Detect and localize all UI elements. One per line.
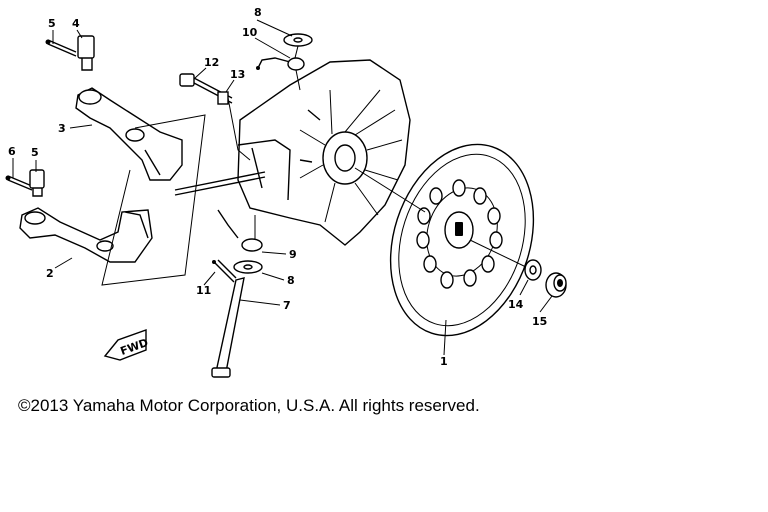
- hex-nut-part: [217, 91, 229, 105]
- callout-5: 5: [31, 146, 39, 159]
- drive-case-housing: [237, 59, 411, 246]
- copyright-text: ©2013 Yamaha Motor Corporation, U.S.A. A…: [18, 396, 480, 415]
- callout-8: 8: [287, 274, 295, 287]
- callout-11: 11: [196, 284, 211, 297]
- washer-lower-part: [233, 260, 263, 274]
- clamp-upper-part: [77, 35, 95, 71]
- forward-arrow-icon: FWD: [103, 329, 150, 361]
- washer-top-part: [283, 33, 313, 47]
- exploded-parts-diagram: FWD 5 4 3 6 5 2 12 13 8 10 9 8 7 11: [5, 6, 567, 378]
- lower-bracket-part: [19, 207, 153, 263]
- spring-lower-part: [217, 209, 263, 252]
- callout-10: 10: [242, 26, 258, 39]
- brake-disc-part: [389, 143, 535, 337]
- callout-8: 8: [254, 6, 262, 19]
- bolt-lower-part: [5, 175, 33, 191]
- callout-labels: 5 4 3 6 5 2 12 13 8 10 9 8 7 11 1 14 15: [8, 6, 547, 368]
- callout-3: 3: [58, 122, 66, 135]
- clamp-lower-part: [29, 169, 45, 197]
- shaft-rod: [174, 171, 266, 191]
- disc-nut-part: [545, 272, 567, 298]
- callout-4: 4: [72, 17, 80, 30]
- callout-13: 13: [230, 68, 245, 81]
- callout-6: 6: [8, 145, 16, 158]
- callout-leaders: [12, 19, 553, 356]
- spring-top-part: [256, 57, 305, 71]
- callout-9: 9: [289, 248, 297, 261]
- axle-shaft-part: [211, 277, 245, 378]
- disc-washer-part: [524, 259, 542, 281]
- bolt-upper-part: [45, 39, 77, 57]
- callout-12: 12: [204, 56, 219, 69]
- callout-14: 14: [508, 298, 524, 311]
- upper-bracket-part: [75, 87, 183, 181]
- pin-bolt-part: [212, 259, 237, 283]
- callout-1: 1: [440, 355, 448, 368]
- callout-2: 2: [46, 267, 54, 280]
- callout-6: 5: [48, 17, 56, 30]
- bracket-outline: [101, 114, 206, 286]
- callout-7: 7: [283, 299, 291, 312]
- callout-15: 15: [532, 315, 547, 328]
